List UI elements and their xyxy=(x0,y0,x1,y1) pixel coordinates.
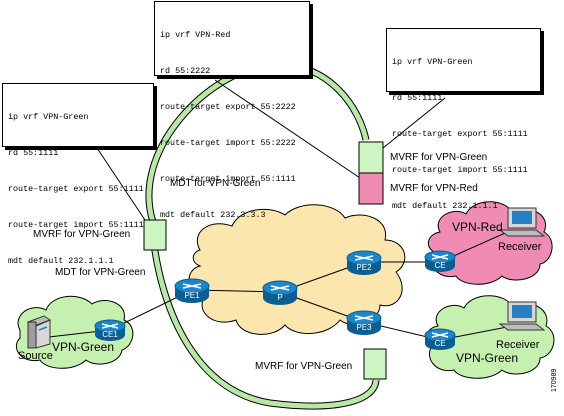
mvrf-pe2-green-label: MVRF for VPN-Green xyxy=(390,152,488,163)
source-cloud-label: VPN-Green xyxy=(52,340,115,354)
figure-id: 170989 xyxy=(551,368,558,392)
mdt-tunnel-lower xyxy=(149,235,380,410)
mvrf-box-pe2-green xyxy=(358,141,384,174)
router-ce-green-icon xyxy=(424,328,456,350)
config-box-right: ip vrf VPN-Green rd 55:1111 route-target… xyxy=(386,28,541,211)
router-p-label: P xyxy=(277,293,282,302)
config-line: route-target import 55:1111 xyxy=(392,165,528,175)
router-pe1-icon xyxy=(174,278,210,303)
router-pe1-label: PE1 xyxy=(184,291,200,300)
receiver-red-workstation-icon xyxy=(498,207,546,237)
receiver-green-workstation-icon xyxy=(498,301,546,331)
mvrf-box-pe1 xyxy=(143,219,167,251)
config-line: rd 55:1111 xyxy=(392,93,443,103)
router-ce-green-label: CE xyxy=(434,339,445,348)
mvrf-pe3-label: MVRF for VPN-Green xyxy=(255,361,353,372)
config-line: mdt default 232.1.1.1 xyxy=(8,256,114,266)
config-line: ip vrf VPN-Green xyxy=(392,57,473,67)
config-box-top: ip vrf VPN-Red rd 55:2222 route-target e… xyxy=(154,1,310,220)
config-box-left: ip vrf VPN-Green rd 55:1111 route-target… xyxy=(2,83,154,266)
router-ce-red-label: CE xyxy=(434,261,445,270)
config-line: route-target import 55:1111 xyxy=(8,220,144,230)
source-site-cloud xyxy=(15,295,134,369)
router-pe2-label: PE2 xyxy=(356,263,372,272)
source-host-label: Source xyxy=(18,350,53,362)
callout-lines xyxy=(96,79,446,221)
config-line: route-target export 55:1111 xyxy=(8,184,144,194)
config-line: ip vrf VPN-Green xyxy=(8,112,89,122)
mvrf-box-pe2-red xyxy=(358,172,384,205)
source-server-icon xyxy=(26,315,52,349)
mvrf-pe2-red-label: MVRF for VPN-Red xyxy=(390,183,478,194)
config-line: mdt default 232.3.3.3 xyxy=(160,210,266,220)
config-line: route-target import 55:2222 xyxy=(160,138,296,148)
mvrf-box-pe3 xyxy=(363,348,387,380)
mdt-upper-label: MDT for VPN-Green xyxy=(170,178,261,189)
router-ce-red-icon xyxy=(424,250,456,272)
router-ce1-icon xyxy=(94,319,126,341)
red-receiver-label: Receiver xyxy=(498,241,542,253)
mdt-lower-label: MDT for VPN-Green xyxy=(55,267,146,278)
router-pe2-icon xyxy=(346,250,382,275)
mvrf-pe1-label: MVRF for VPN-Green xyxy=(33,229,131,240)
router-pe3-icon xyxy=(346,310,382,335)
config-line: rd 55:1111 xyxy=(8,148,59,158)
config-line: ip vrf VPN-Red xyxy=(160,30,231,40)
config-line: route-target export 55:2222 xyxy=(160,102,296,112)
green-receiver-label: Receiver xyxy=(496,339,540,351)
config-line: route-target import 55:1111 xyxy=(160,174,296,184)
config-line: rd 55:2222 xyxy=(160,66,211,76)
router-ce1-label: CE1 xyxy=(102,330,118,339)
router-pe3-label: PE3 xyxy=(356,323,372,332)
red-cloud-label: VPN-Red xyxy=(452,220,503,234)
config-line: mdt default 232.1.1.1 xyxy=(392,201,498,211)
config-line: route-target export 55:1111 xyxy=(392,129,528,139)
router-p-icon xyxy=(262,280,298,305)
green-cloud-label: VPN-Green xyxy=(456,351,519,365)
